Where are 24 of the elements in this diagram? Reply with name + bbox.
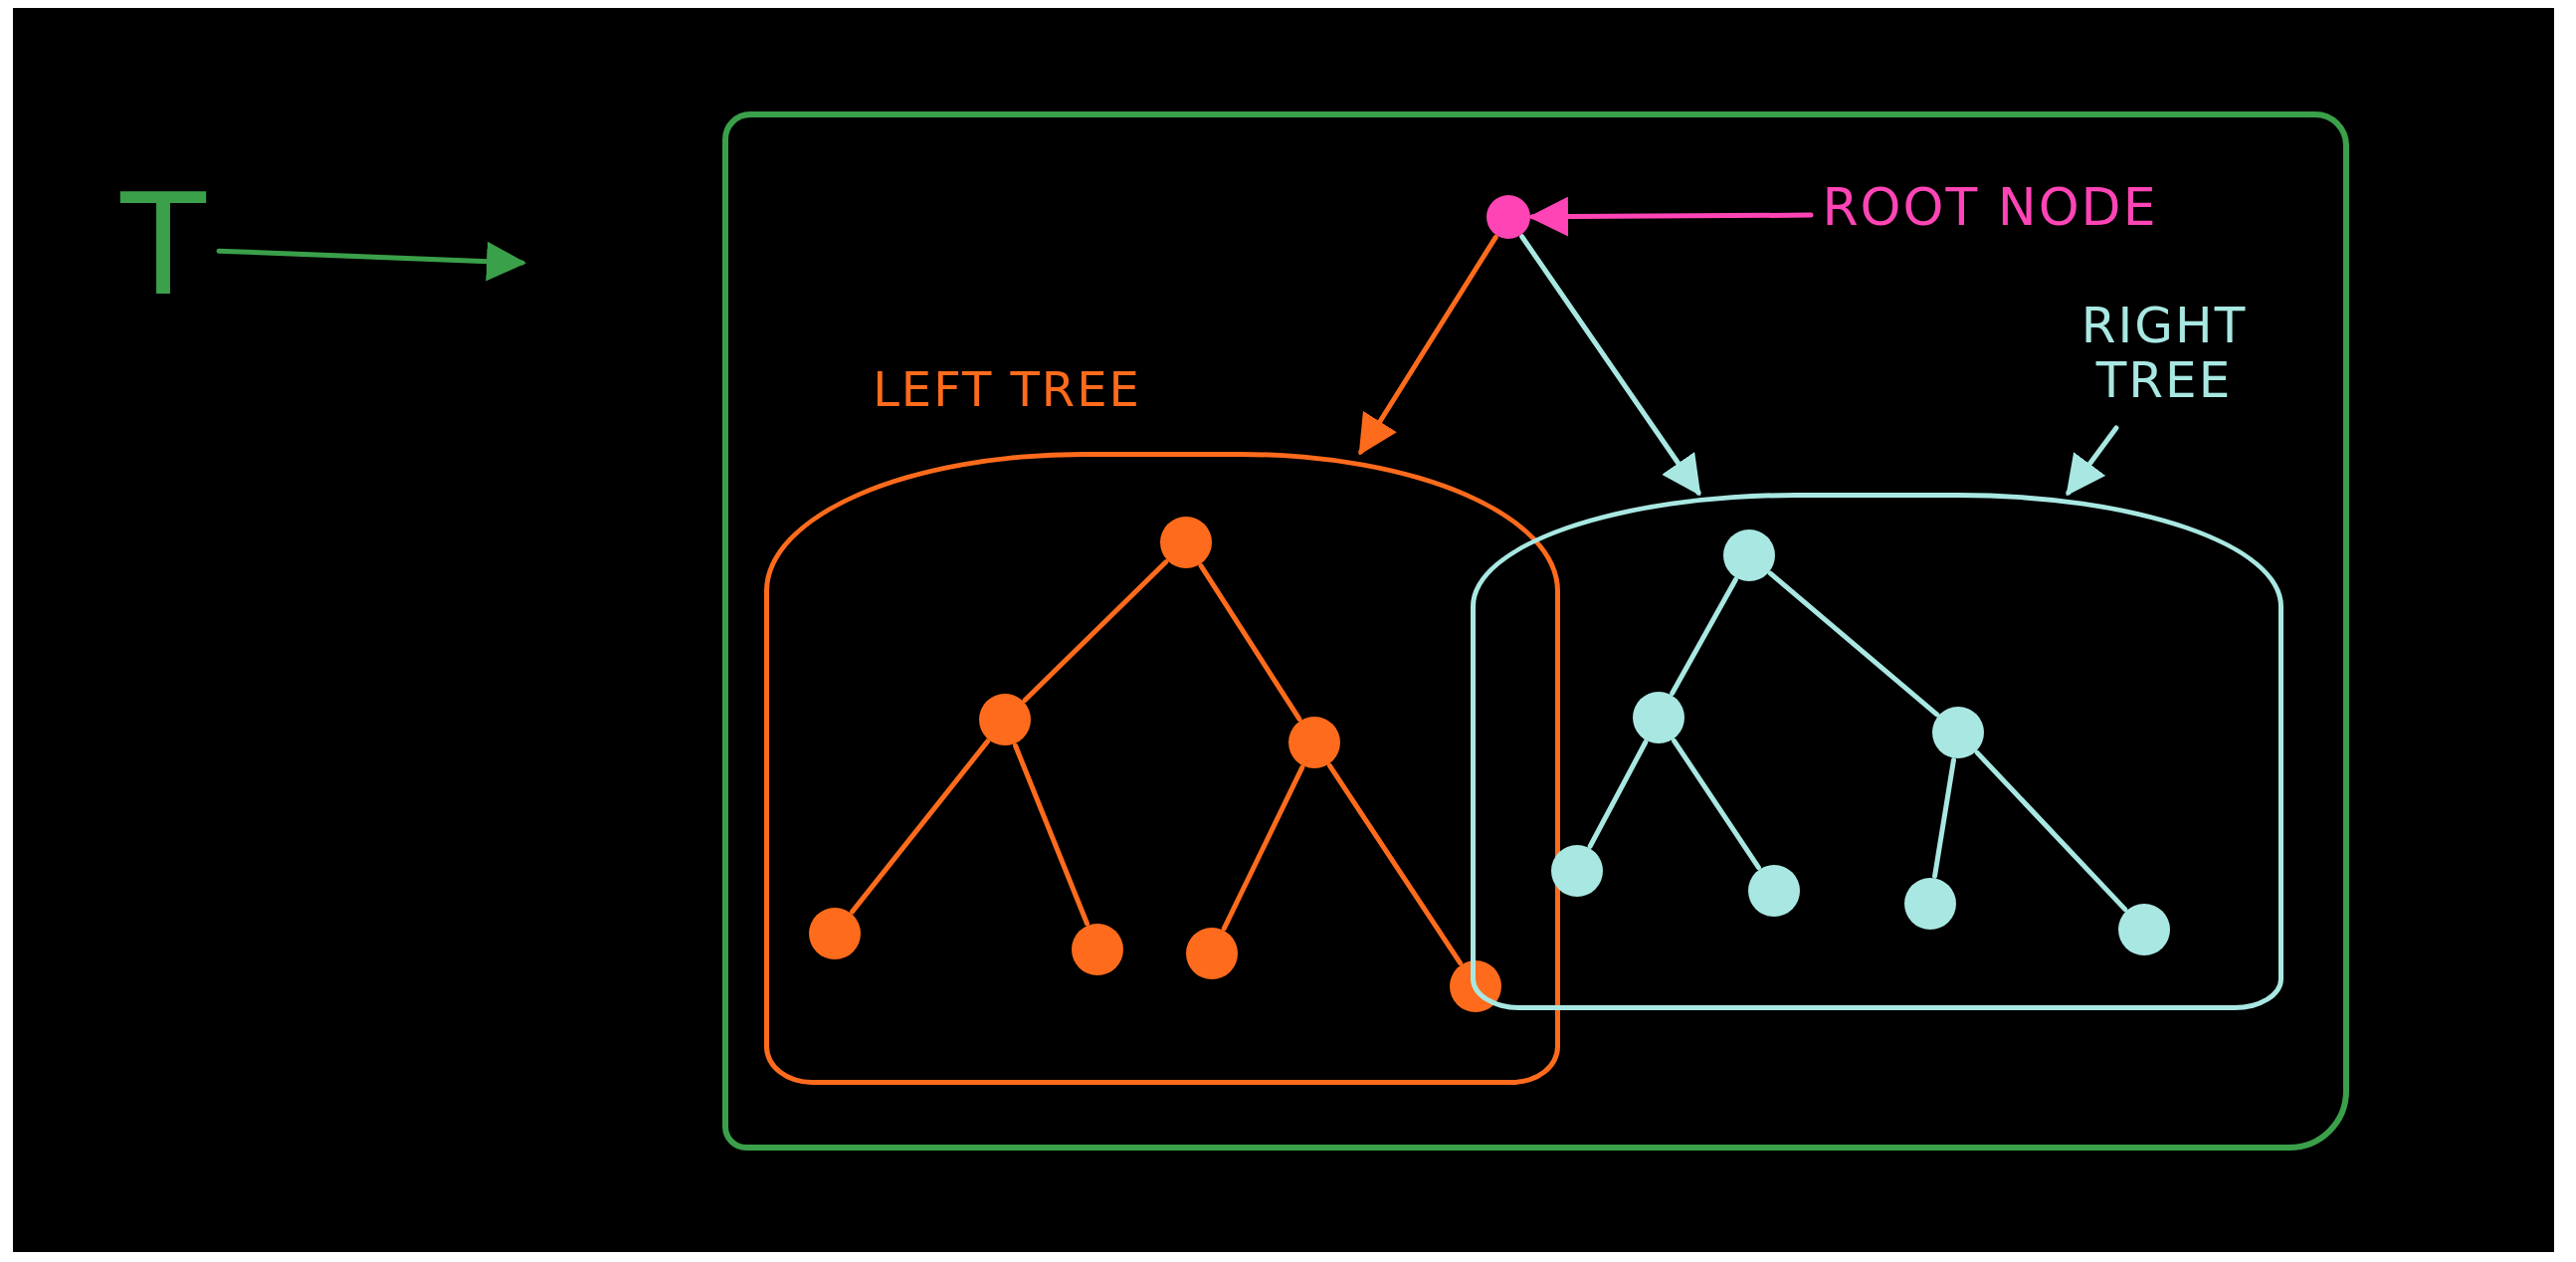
subtree-outline bbox=[1471, 493, 2283, 1010]
tree-branch-line bbox=[1022, 559, 1169, 703]
variable-letter: T bbox=[109, 169, 219, 328]
arrow bbox=[216, 241, 526, 282]
arrow bbox=[1519, 234, 1701, 497]
tree-branch-line bbox=[1221, 764, 1305, 932]
tree-branch-line bbox=[849, 738, 991, 915]
arrow bbox=[2066, 425, 2119, 497]
tree-branch-line bbox=[1767, 570, 1940, 718]
tree-branch-line bbox=[1974, 749, 2128, 913]
tree-branch-line bbox=[1012, 742, 1090, 927]
arrow bbox=[1528, 196, 1814, 237]
tree-branch-line bbox=[1932, 757, 1956, 879]
tree-branch-line bbox=[1326, 762, 1464, 966]
annotation-text: RIGHT TREE bbox=[2020, 299, 2308, 428]
tree-branch-line bbox=[1198, 563, 1302, 722]
arrow bbox=[1358, 234, 1498, 456]
tree-branch-line bbox=[1587, 739, 1649, 849]
tree-branch-line bbox=[1672, 737, 1761, 871]
subtree-outline bbox=[764, 452, 1560, 1085]
annotation-text: LEFT TREE bbox=[872, 363, 1142, 419]
tree-branch-line bbox=[1670, 576, 1738, 697]
frame-outline bbox=[722, 111, 2349, 1151]
annotation-text: ROOT NODE bbox=[1811, 179, 2169, 249]
